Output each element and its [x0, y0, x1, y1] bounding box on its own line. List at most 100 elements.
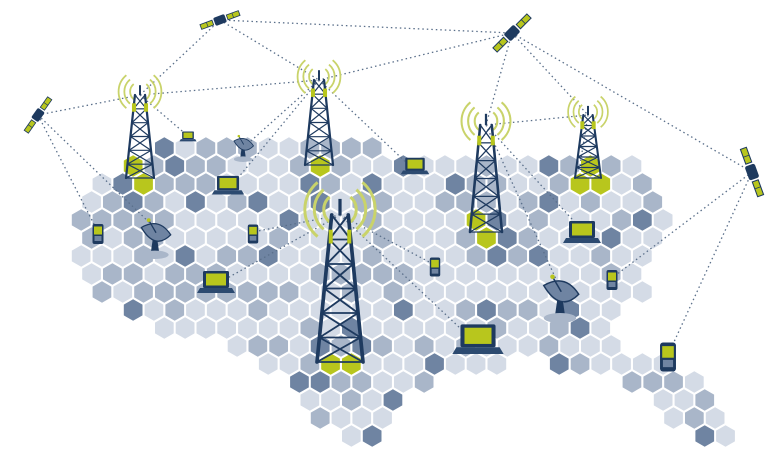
network-link [318, 79, 413, 169]
network-link [485, 124, 583, 231]
hex-cell [445, 173, 465, 195]
signal-wave [500, 101, 512, 141]
network-link [37, 114, 99, 233]
hex-cell [342, 317, 361, 339]
hex-cell [144, 155, 164, 177]
hex-cell [217, 137, 236, 159]
hex-cell [477, 263, 496, 285]
hex-cell [581, 299, 600, 321]
hex-cell [383, 209, 403, 231]
hex-cell [165, 155, 185, 177]
hex-cell [175, 317, 195, 339]
hex-cell [591, 245, 611, 267]
cell-tower-icon [124, 85, 156, 180]
cell-tower-icon [315, 198, 365, 364]
hex-cell [217, 317, 236, 339]
hex-cell [601, 335, 621, 357]
hex-cell [123, 227, 143, 249]
hex-cell [591, 353, 611, 375]
hex-cell [258, 137, 278, 159]
mobile-phone-icon [660, 342, 676, 372]
hex-cell [269, 227, 288, 249]
hex-cell [404, 317, 424, 339]
hex-cell [394, 227, 413, 249]
hex-cell [456, 191, 475, 213]
network-link [227, 79, 320, 191]
signal-wave [355, 188, 368, 231]
hex-cell [248, 263, 268, 285]
hex-cell [445, 209, 465, 231]
hex-cell [165, 191, 185, 213]
hex-cell [414, 371, 434, 393]
hex-cell [352, 407, 372, 429]
hex-cell [560, 263, 579, 285]
signal-wave [129, 83, 135, 100]
network-link [511, 32, 589, 116]
hex-cell [612, 353, 631, 375]
hex-cell [92, 173, 112, 195]
signal-wave [322, 195, 331, 224]
hex-cell [175, 173, 195, 195]
hex-cell [352, 263, 372, 285]
hex-cell [497, 191, 517, 213]
hex-cell [653, 209, 673, 231]
hex-cell [92, 281, 112, 303]
hex-cell [435, 335, 455, 357]
hex-cell [549, 209, 569, 231]
hex-cell [601, 191, 621, 213]
hex-cell [529, 209, 548, 231]
hex-cell [394, 191, 413, 213]
hex-cell [591, 281, 611, 303]
hex-cell [342, 425, 361, 447]
hex-cell [321, 173, 340, 195]
hex-cell [394, 335, 413, 357]
hex-cell [186, 263, 205, 285]
hex-cell [497, 335, 517, 357]
hex-cell [570, 245, 590, 267]
hex-cell [113, 173, 133, 195]
hex-cell [82, 263, 101, 285]
hex-cell [362, 389, 382, 411]
hex-cell [435, 227, 455, 249]
hex-cell [466, 245, 486, 267]
hex-cell [570, 353, 590, 375]
signal-wave [145, 83, 151, 100]
hex-cell [134, 173, 153, 195]
hex-cell [373, 371, 392, 393]
hex-cell [383, 353, 403, 375]
hex-cell [414, 263, 434, 285]
hex-cell [622, 263, 642, 285]
hex-cell [290, 299, 309, 321]
hex-cell [165, 263, 185, 285]
hex-cell [425, 209, 444, 231]
hex-cell [155, 173, 174, 195]
hex-cell [529, 281, 548, 303]
mobile-phone-icon [429, 257, 441, 277]
hex-cell [186, 299, 205, 321]
hex-cell [435, 191, 455, 213]
hex-cell [186, 227, 205, 249]
hex-cell [456, 299, 475, 321]
mobile-phone-icon [92, 224, 104, 244]
signal-waves [117, 59, 609, 238]
hex-cell [497, 155, 517, 177]
hex-cell [674, 389, 694, 411]
hex-cell [373, 191, 392, 213]
hex-cell [300, 245, 320, 267]
hex-cell [258, 209, 278, 231]
signal-wave [467, 106, 476, 136]
hex-cell [227, 263, 247, 285]
hex-cell [560, 191, 579, 213]
hex-cell [352, 371, 372, 393]
hex-cell [414, 335, 434, 357]
hex-cell [622, 155, 642, 177]
hex-cell [373, 155, 392, 177]
signal-wave [123, 78, 131, 105]
hex-cell [549, 353, 569, 375]
hex-cell [622, 191, 642, 213]
signal-wave [578, 104, 583, 120]
hex-cell [269, 299, 288, 321]
hex-cell [394, 371, 413, 393]
hexagonal-cell-map [71, 137, 735, 447]
cell-tower-icon [573, 105, 603, 180]
